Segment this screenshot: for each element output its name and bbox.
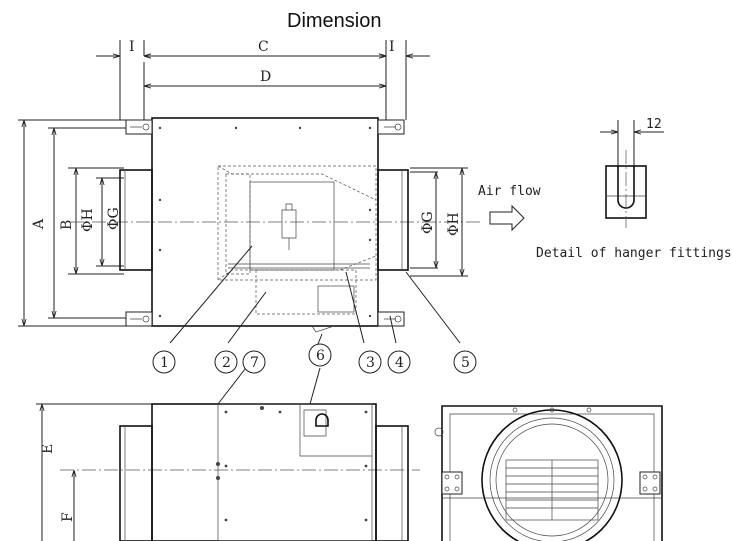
hanger-fitting: [125, 119, 405, 327]
drawing-title: Dimension: [287, 10, 381, 32]
callout-5-label: 5: [461, 355, 470, 371]
callout-5: 5: [453, 350, 477, 374]
hanger-detail: 12: [600, 117, 664, 228]
dim-i-right: I: [389, 39, 395, 55]
callout-6-label: 6: [316, 348, 325, 364]
airflow-label: Air flow: [478, 184, 541, 199]
dim-phi-h-left: ΦH: [80, 208, 96, 232]
dim-a: A: [31, 218, 47, 230]
top-view: I C I D A B ΦH ΦG: [18, 39, 480, 405]
callout-3: 3: [358, 350, 382, 374]
front-view: [434, 405, 663, 541]
callout-2: 2: [214, 350, 238, 374]
callout-4: 4: [387, 350, 411, 374]
callout-1: 1: [152, 350, 176, 374]
dim-f: F: [60, 512, 76, 522]
callout-7-label: 7: [250, 355, 259, 371]
dim-i-left: I: [129, 39, 135, 55]
dim-phi-h-right: ΦH: [446, 212, 462, 236]
dim-b: B: [59, 220, 75, 230]
airflow-arrow-icon: [489, 204, 525, 232]
callout-3-label: 3: [366, 355, 375, 371]
hanger-width-label: 12: [646, 117, 662, 132]
callout-7: 7: [242, 350, 266, 374]
dim-c: C: [258, 39, 269, 55]
hanger-detail-label: Detail of hanger fittings: [536, 246, 732, 261]
dim-d: D: [260, 69, 271, 85]
callout-6: 6: [308, 343, 332, 367]
dim-phi-g-left: ΦG: [106, 207, 122, 230]
dim-e: E: [40, 444, 56, 454]
side-view: E F: [36, 403, 420, 541]
dim-phi-g-right: ΦG: [420, 211, 436, 234]
callout-4-label: 4: [395, 355, 404, 371]
callout-2-label: 2: [222, 355, 231, 371]
callout-1-label: 1: [160, 355, 169, 371]
